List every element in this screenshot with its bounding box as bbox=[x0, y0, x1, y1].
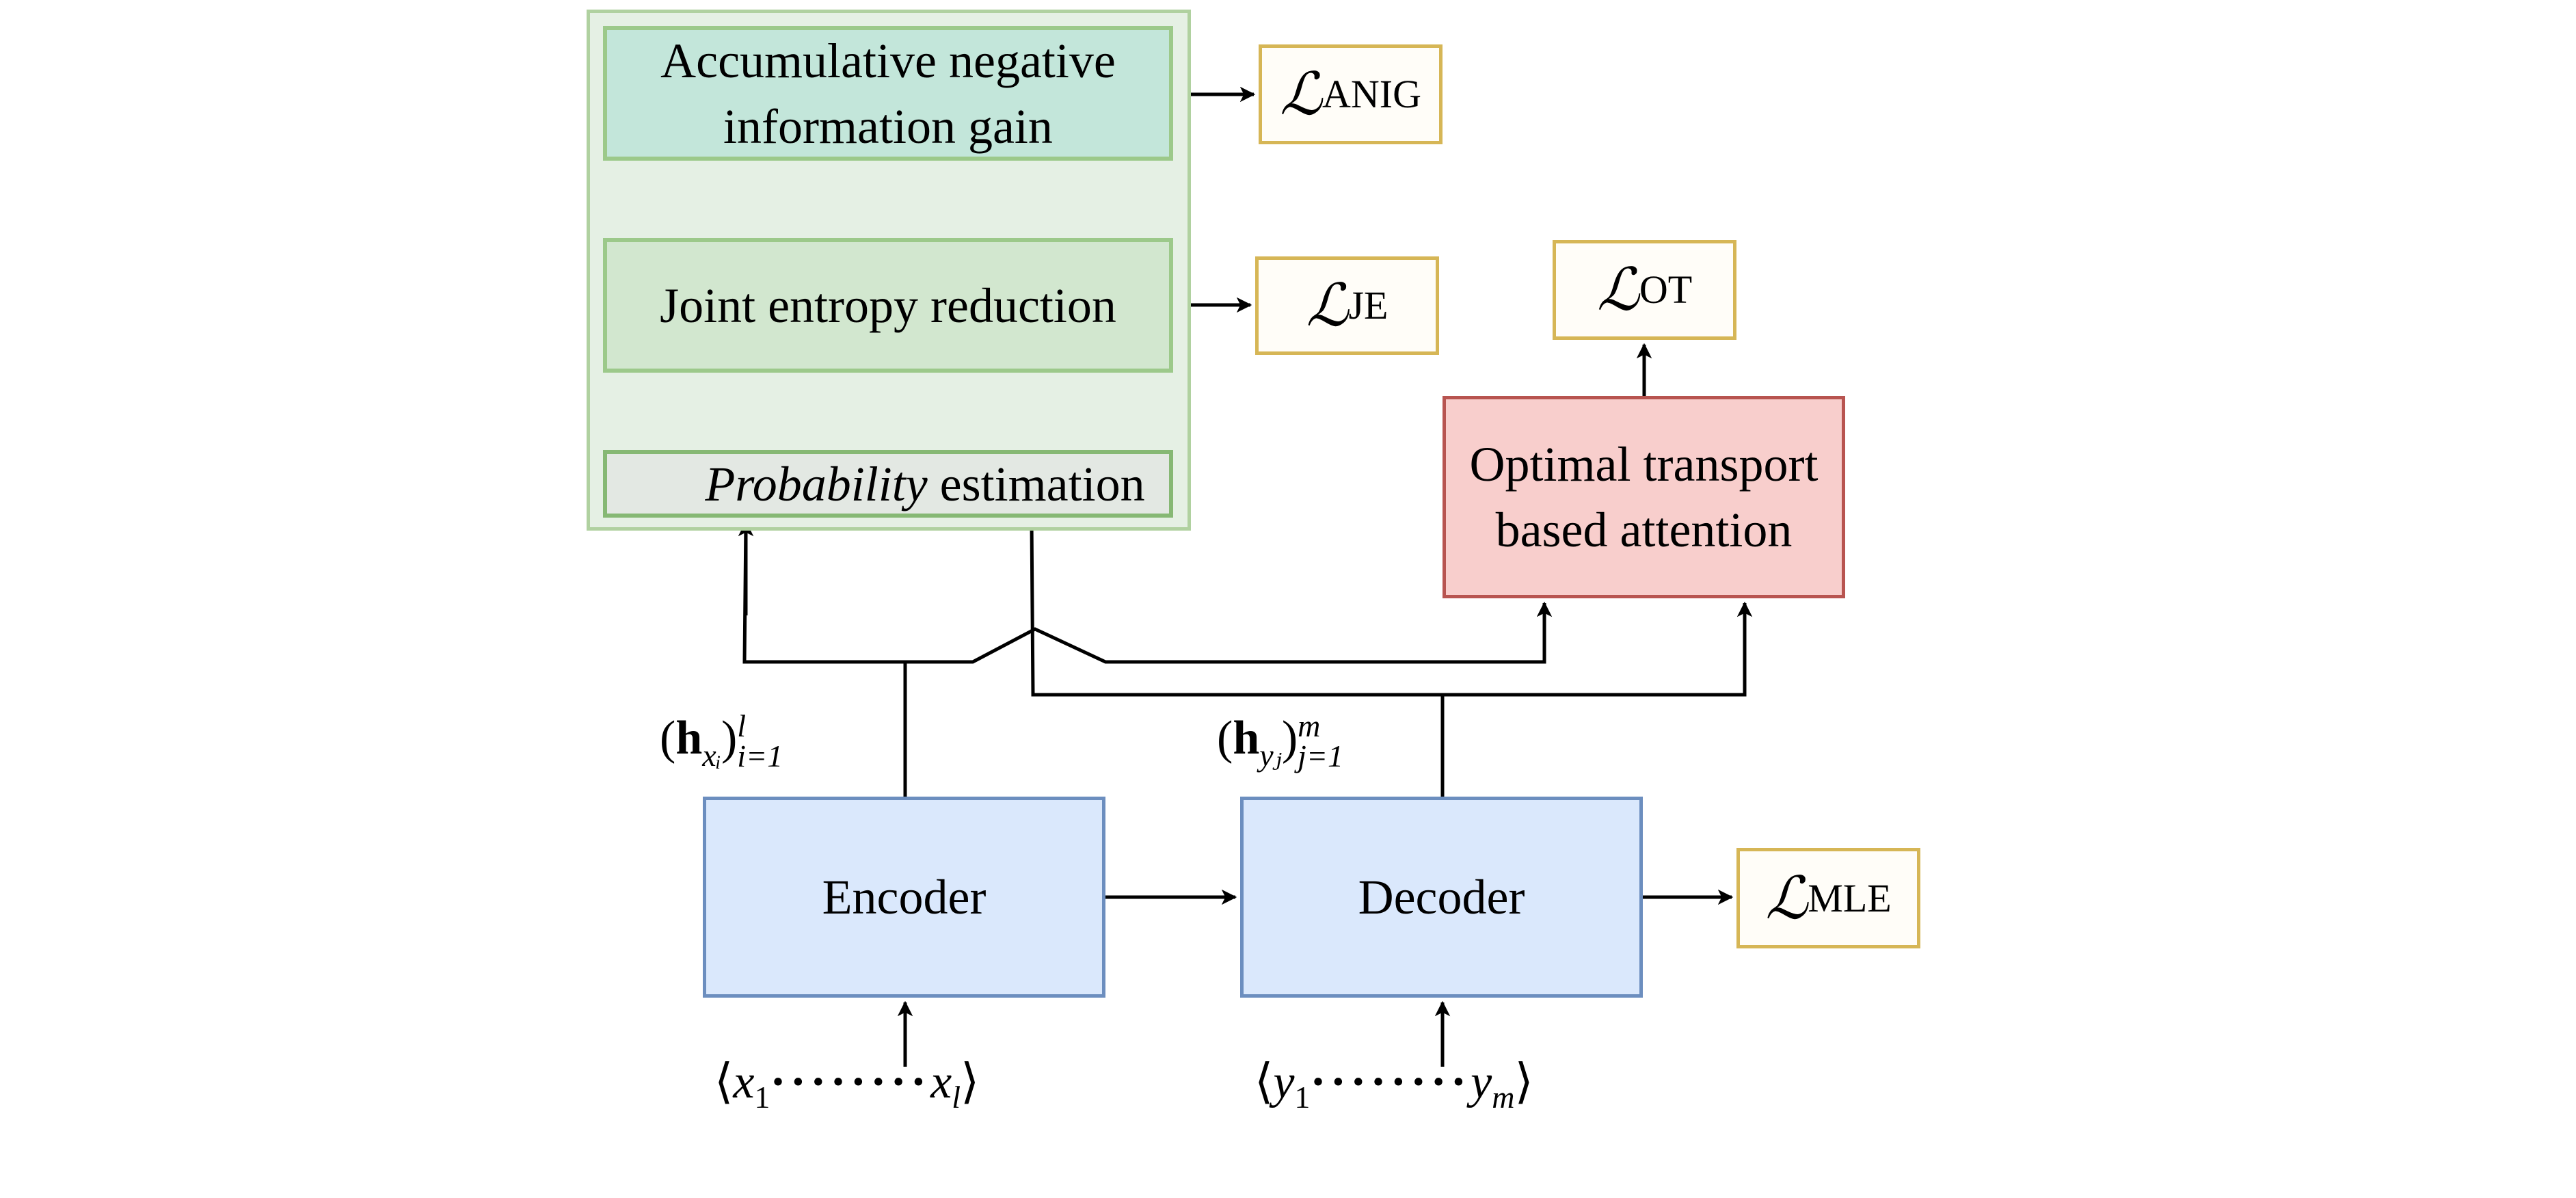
encoder-hidden-states-label: (hxᵢ) l i=1 bbox=[660, 708, 783, 773]
h-subscript: yⱼ bbox=[1259, 738, 1282, 773]
lower-index: j=1 bbox=[1298, 738, 1343, 773]
loss-symbol: ℒ bbox=[1765, 864, 1808, 933]
ot-line1: Optimal transport bbox=[1469, 437, 1819, 492]
last-token: x bbox=[930, 1056, 952, 1108]
decoder-hidden-states-label: (hyⱼ) m j=1 bbox=[1217, 708, 1343, 773]
ot-line2: based attention bbox=[1495, 503, 1793, 557]
h-symbol: h bbox=[1233, 712, 1260, 764]
upper-index: m bbox=[1298, 708, 1321, 743]
first-index: 1 bbox=[1294, 1080, 1311, 1115]
first-token: y bbox=[1273, 1056, 1295, 1108]
wire-encoder-bus bbox=[742, 522, 1553, 664]
last-token: y bbox=[1471, 1056, 1492, 1108]
source-sequence-input: ⟨x1········xl⟩ bbox=[714, 1053, 979, 1115]
optimal-transport-box: Optimal transport based attention bbox=[1443, 396, 1845, 598]
encoder-box: Encoder bbox=[703, 797, 1105, 998]
loss-symbol: ℒ bbox=[1280, 60, 1322, 129]
last-index: l bbox=[952, 1080, 961, 1115]
prob-italic: Probability bbox=[705, 456, 928, 511]
angle-close: ⟩ bbox=[961, 1056, 980, 1108]
paren-close: ) bbox=[721, 712, 738, 764]
prob-rest: estimation bbox=[927, 456, 1145, 511]
loss-subscript: JE bbox=[1348, 283, 1388, 328]
last-index: m bbox=[1492, 1080, 1515, 1115]
loss-subscript: ANIG bbox=[1321, 72, 1421, 116]
angle-open: ⟨ bbox=[714, 1056, 734, 1108]
paren-close: ) bbox=[1281, 712, 1298, 764]
first-token: x bbox=[733, 1056, 755, 1108]
h-subscript: xᵢ bbox=[702, 738, 721, 773]
loss-subscript: MLE bbox=[1808, 875, 1892, 920]
angle-open: ⟨ bbox=[1255, 1056, 1274, 1108]
wire-decoder-bus bbox=[1030, 522, 1753, 697]
ellipsis: ········ bbox=[770, 1056, 931, 1108]
loss-symbol: ℒ bbox=[1306, 271, 1349, 340]
decoder-label: Decoder bbox=[1358, 870, 1525, 924]
paren-open: ( bbox=[1217, 712, 1233, 764]
h-symbol: h bbox=[675, 712, 703, 764]
first-index: 1 bbox=[754, 1080, 770, 1115]
upper-index: l bbox=[737, 708, 747, 743]
loss-subscript: OT bbox=[1639, 267, 1693, 312]
paren-open: ( bbox=[660, 712, 676, 764]
encoder-label: Encoder bbox=[822, 870, 987, 924]
joint-entropy-box: Joint entropy reduction bbox=[603, 238, 1173, 373]
probability-estimation-box: Probability estimation bbox=[603, 450, 1173, 518]
anig-line1: Accumulative negative bbox=[660, 33, 1116, 88]
lower-index: i=1 bbox=[737, 738, 783, 773]
loss-symbol: ℒ bbox=[1596, 256, 1639, 324]
je-label: Joint entropy reduction bbox=[660, 278, 1116, 333]
ellipsis: ········ bbox=[1310, 1056, 1471, 1108]
anig-line2: information gain bbox=[723, 98, 1053, 154]
decoder-box: Decoder bbox=[1240, 797, 1643, 998]
target-sequence-input: ⟨y1········ym⟩ bbox=[1255, 1053, 1533, 1115]
angle-close: ⟩ bbox=[1514, 1056, 1533, 1108]
anig-box: Accumulative negative information gain bbox=[603, 26, 1173, 161]
